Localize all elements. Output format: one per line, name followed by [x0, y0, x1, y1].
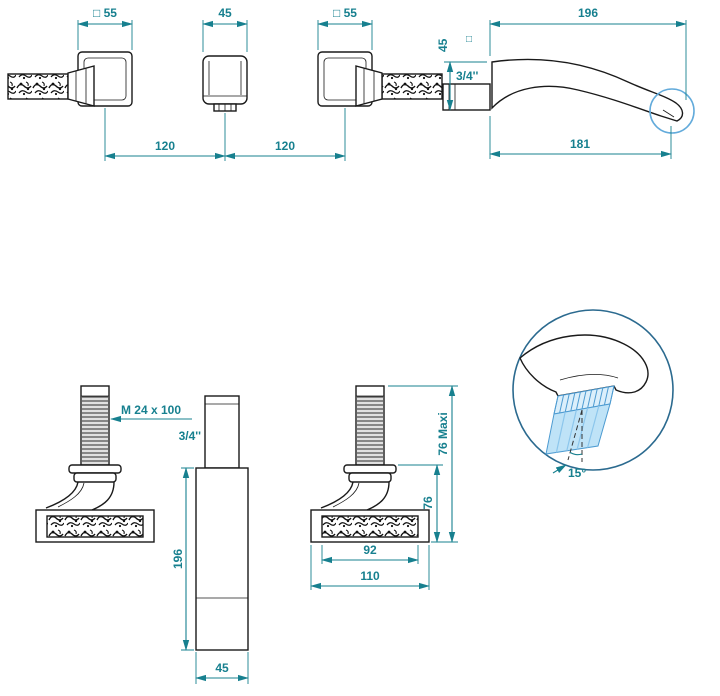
spout-front-body: [202, 55, 248, 105]
detail-spout-tip: [519, 334, 649, 397]
dim-valve-height: 196: [171, 549, 185, 569]
spout-body: [491, 58, 684, 122]
right-handle-cone: [355, 65, 383, 107]
valve-stem: [204, 395, 240, 469]
bottom-side-view: M 24 x 100 3/4'' 196 45: [35, 385, 458, 684]
square-symbol: □: [466, 34, 472, 45]
dim-base-inner: 92: [363, 543, 377, 557]
valve-thread-label: 3/4'': [179, 429, 202, 443]
spout-dimensions: 196 45 □ 3/4'' 181: [436, 6, 687, 159]
right-base-plate: [310, 509, 430, 543]
dim-valve-width: 45: [215, 661, 229, 675]
dim-handle-thread: M 24 x 100: [121, 403, 181, 417]
left-handle-cone: [67, 65, 95, 107]
top-dimensions: □ 55 45 □ 55 120 120: [77, 6, 373, 161]
left-handle-side: M 24 x 100: [35, 385, 192, 543]
dim-base-width: 110: [360, 569, 380, 583]
right-handle-lever: [381, 73, 443, 100]
right-base-ornament: [321, 515, 419, 538]
left-handle-lever: [7, 73, 69, 100]
top-front-view: □ 55 45 □ 55 120 120: [7, 6, 443, 161]
dim-spout-height: 45: [436, 38, 450, 52]
dim-spout-projection: 181: [570, 137, 590, 151]
spout-front: [202, 55, 248, 112]
dim-spacing-right: 120: [275, 139, 295, 153]
dim-right-handle-width: □ 55: [333, 6, 357, 20]
spout-side-view: 196 45 □ 3/4'' 181: [436, 6, 695, 159]
spout-tip-circle: [649, 88, 695, 134]
spray-detail: 15°: [512, 309, 674, 480]
dim-left-handle-width: □ 55: [93, 6, 117, 20]
right-handle-front: [317, 51, 443, 107]
dim-spacing-left: 120: [155, 139, 175, 153]
dim-handle-max-height: 76 Maxi: [436, 412, 450, 455]
right-handle-flange: [343, 464, 397, 474]
dim-spout-length: 196: [578, 6, 598, 20]
left-handle-flange: [68, 464, 122, 474]
left-base-ornament: [46, 515, 144, 538]
dim-center-spout-width: 45: [218, 6, 232, 20]
valve-body-side: 3/4'' 196 45: [171, 395, 249, 684]
detail-circle: [512, 309, 674, 471]
spout-side: [442, 58, 695, 134]
spout-thread-label: 3/4'': [456, 69, 479, 83]
valve-cartridge: [195, 467, 249, 651]
right-handle-side: 76 Maxi 76 92 110: [310, 385, 458, 590]
left-handle-front: [7, 51, 133, 107]
dim-spray-angle: 15°: [568, 466, 586, 480]
dim-handle-height: 76: [421, 496, 435, 510]
left-base-plate: [35, 509, 155, 543]
water-stream: [545, 403, 611, 455]
